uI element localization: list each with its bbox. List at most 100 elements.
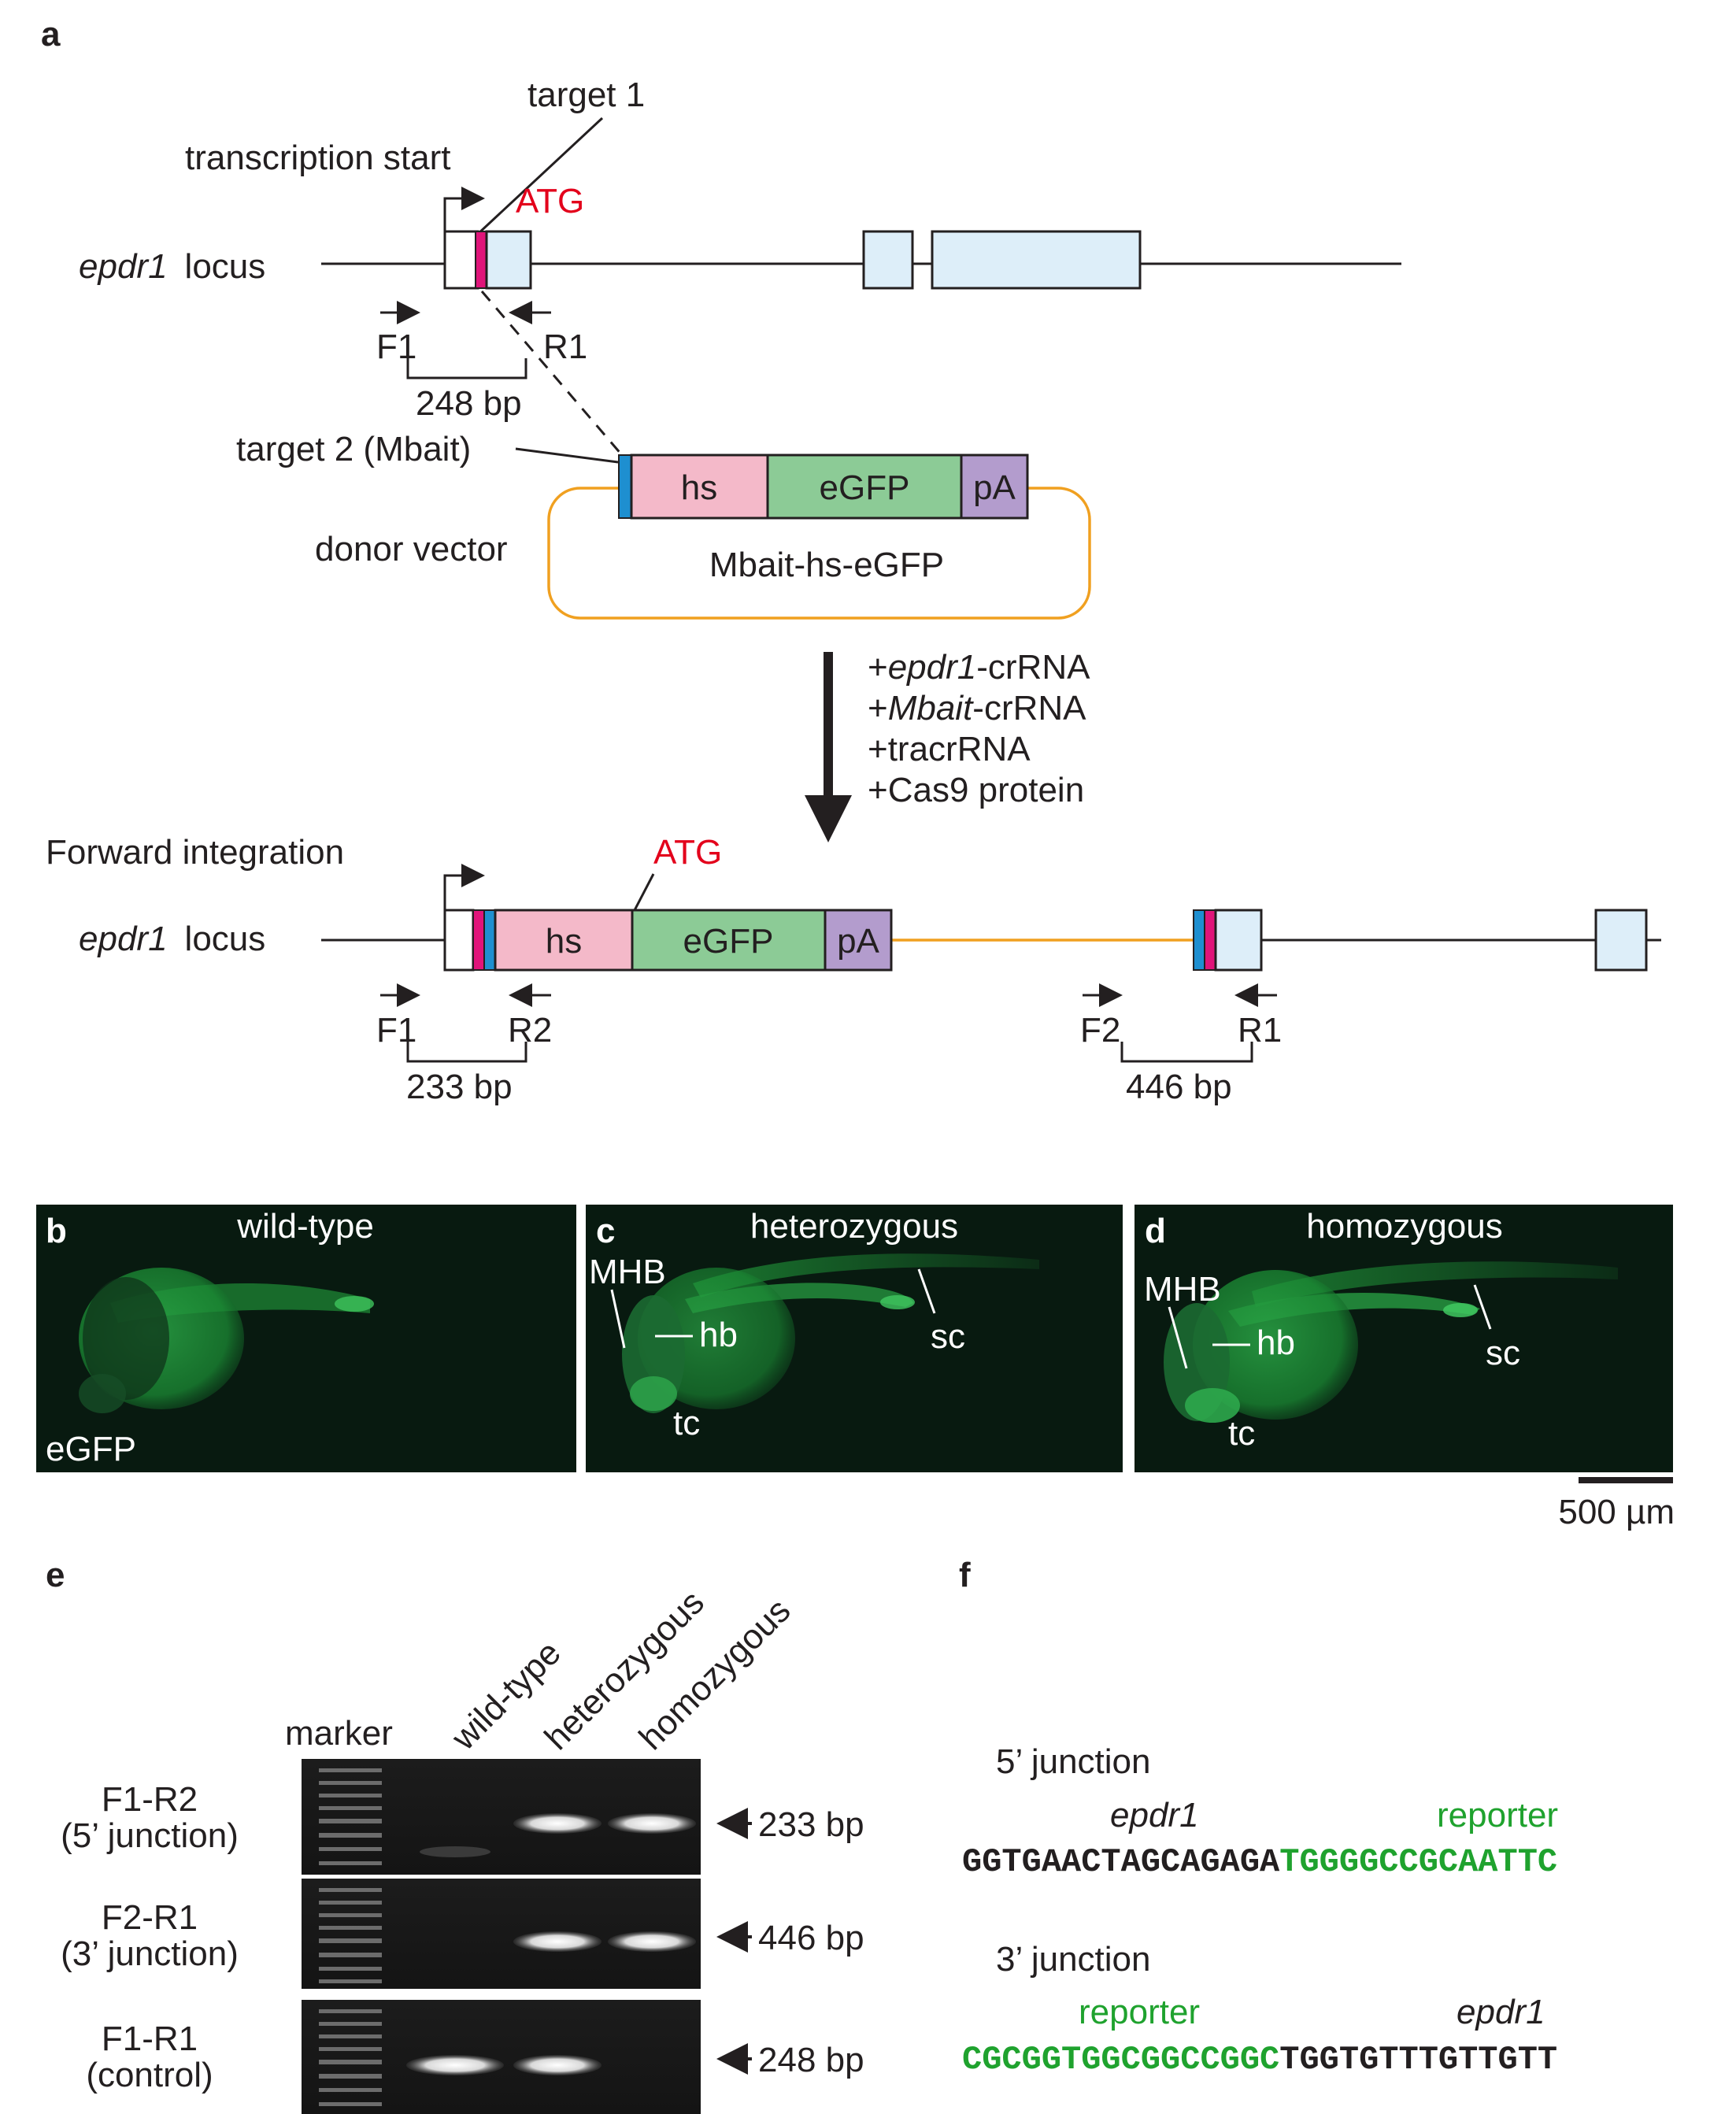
panel-label-f: f (959, 1556, 971, 1594)
panel-label-e: e (46, 1556, 65, 1594)
micrograph-wild-type (36, 1205, 576, 1472)
sc-label-c: sc (931, 1317, 965, 1356)
atg-label-bottom: ATG (653, 833, 722, 872)
row3-primer: F1-R1 (102, 2020, 198, 2058)
size-label-233: 233 bp (758, 1805, 864, 1844)
micrograph-heterozygous (586, 1205, 1123, 1472)
egfp-box-vector (766, 454, 963, 520)
mbait-half-box-bottom (483, 909, 496, 971)
title-heterozygous: heterozygous (750, 1207, 958, 1246)
exon1-box-3prime (1214, 909, 1263, 972)
target1-half-box-3prime (1204, 909, 1216, 971)
pa-label-vector: pA (973, 468, 1016, 507)
egfp-label-vector: eGFP (820, 468, 910, 507)
exon1 (485, 230, 532, 290)
transcription-start-arrow-bottom (443, 864, 485, 913)
mbait-half-box-3prime (1193, 909, 1205, 971)
reagent-3: +tracrRNA (868, 730, 1031, 768)
primer-r1-bottom: R1 (1238, 1011, 1282, 1050)
exon-box-far-right (1594, 909, 1648, 972)
exon1-utr (443, 230, 479, 290)
primer-r1-top: R1 (543, 328, 587, 366)
gel-row-3 (302, 2000, 701, 2114)
title-wild-type: wild-type (236, 1207, 374, 1246)
primer-r2-bottom: R2 (508, 1011, 552, 1050)
bracket-446 (1120, 1042, 1253, 1063)
target1-pointer (476, 117, 604, 236)
atg-pointer-bottom (632, 873, 655, 913)
row3-desc: (control) (86, 2056, 213, 2094)
mhb-label-c: MHB (589, 1253, 666, 1291)
hs-box-vector (630, 454, 769, 520)
five-epdr1-label: epdr1 (1110, 1796, 1199, 1834)
tc-label-c: tc (673, 1404, 700, 1442)
mhb-pointer-c (610, 1289, 626, 1349)
five-junction-title: 5’ junction (996, 1742, 1151, 1781)
primer-f1-top: F1 (376, 328, 416, 366)
row1-primer: F1-R2 (102, 1780, 198, 1819)
size-label-446: 446 bp (758, 1919, 864, 1957)
plasmid-name: Mbait-hs-eGFP (709, 546, 944, 584)
pa-label-bottom: pA (837, 922, 879, 961)
primer-f1-bottom: F1 (376, 1011, 416, 1050)
egfp-label-bottom: eGFP (683, 922, 774, 961)
size-446: 446 bp (1126, 1068, 1232, 1106)
three-reporter-label: reporter (1079, 1993, 1200, 2031)
three-junction-sequence: CGCGGTGGCGGCCGGCTGGTGTTTGTTGTT (962, 2041, 1557, 2079)
size-label-248: 248 bp (758, 2041, 864, 2079)
channel-label: eGFP (46, 1430, 136, 1468)
exon3 (931, 230, 1142, 290)
row2-primer: F2-R1 (102, 1898, 198, 1937)
sc-pointer-c (917, 1268, 936, 1314)
donor-vector-label: donor vector (315, 530, 508, 568)
target2-label: target 2 (Mbait) (236, 430, 471, 468)
egfp-box-bottom (631, 909, 827, 972)
insertion-dashed-line (480, 291, 624, 456)
band-hom-233 (608, 1813, 696, 1834)
tc-label-d: tc (1228, 1414, 1255, 1453)
forward-integration-label: Forward integration (46, 833, 344, 872)
reagent-4: +Cas9 protein (868, 771, 1084, 809)
panel-label-c: c (596, 1212, 615, 1250)
size-248-top: 248 bp (416, 384, 522, 423)
reaction-arrowhead (805, 795, 852, 842)
panel-label-b: b (46, 1212, 67, 1250)
pa-box-vector (960, 454, 1029, 520)
sc-label-d: sc (1486, 1334, 1520, 1372)
band-het-248 (513, 2055, 601, 2075)
band-hom-446 (608, 1931, 696, 1952)
target2-pointer (515, 447, 619, 464)
three-epdr1-label: epdr1 (1457, 1993, 1545, 2031)
bracket-248 (406, 358, 527, 379)
hb-label-d: hb (1257, 1324, 1295, 1362)
transcription-start-label: transcription start (185, 139, 450, 177)
pa-box-bottom (824, 909, 893, 972)
row1-desc: (5’ junction) (61, 1816, 239, 1855)
target1-half-box-bottom (472, 909, 485, 971)
hs-label-vector: hs (681, 468, 717, 507)
lane-label-heterozygous: heterozygous (537, 1583, 711, 1757)
three-junction-title: 3’ junction (996, 1940, 1151, 1979)
title-homozygous: homozygous (1306, 1207, 1502, 1246)
five-junction-sequence: GGTGAACTAGCAGAGATGGGGCCGCAATTC (962, 1843, 1557, 1881)
panel-label-d: d (1145, 1212, 1166, 1250)
size-233: 233 bp (406, 1068, 513, 1106)
primer-f2: F2 (1080, 1011, 1120, 1050)
exon2 (862, 230, 914, 290)
reagent-1: +epdr1-crRNA (868, 648, 1090, 687)
five-reporter-label: reporter (1437, 1796, 1558, 1834)
mhb-pointer-d (1168, 1306, 1188, 1369)
hb-label-c: hb (699, 1316, 738, 1354)
micrograph-homozygous (1135, 1205, 1673, 1472)
utr-box-bottom (443, 909, 475, 972)
marker-ladder-1 (319, 1768, 382, 1865)
band-wt-248 (406, 2055, 504, 2075)
atg-label-top: ATG (516, 182, 584, 220)
gel-row-1 (302, 1759, 701, 1875)
target1-box (475, 231, 487, 289)
gel-row-2 (302, 1879, 701, 1989)
target1-label: target 1 (527, 76, 645, 114)
reagent-2: +Mbait-crRNA (868, 689, 1086, 727)
